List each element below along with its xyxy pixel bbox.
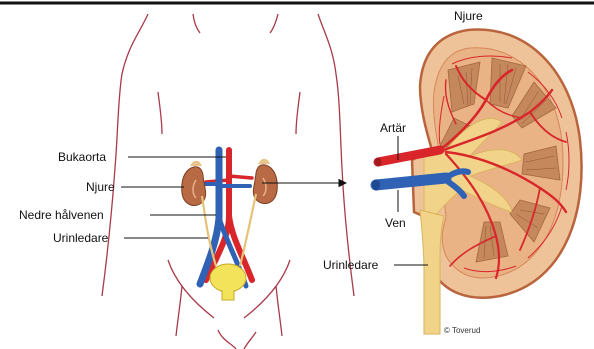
large-ureter <box>420 210 444 334</box>
credit: © Toverud <box>444 326 480 335</box>
artery-cut-end <box>375 158 382 167</box>
label-urinledare-left: Urinledare <box>53 231 108 245</box>
label-njure-title: Njure <box>454 9 483 23</box>
left-leader-lines <box>121 157 226 238</box>
label-ven: Ven <box>385 216 406 230</box>
label-artar: Artär <box>380 121 406 135</box>
right-adrenal-gland <box>258 159 270 164</box>
left-adrenal-gland <box>190 161 202 166</box>
label-urinledare-right: Urinledare <box>323 258 378 272</box>
body-right-kidney <box>253 165 277 204</box>
label-nedre-halvenen: Nedre hålvenen <box>19 208 104 222</box>
bladder <box>210 264 246 300</box>
label-bukaorta: Bukaorta <box>58 150 106 164</box>
large-kidney <box>372 29 582 334</box>
label-njure: Njure <box>86 180 115 194</box>
